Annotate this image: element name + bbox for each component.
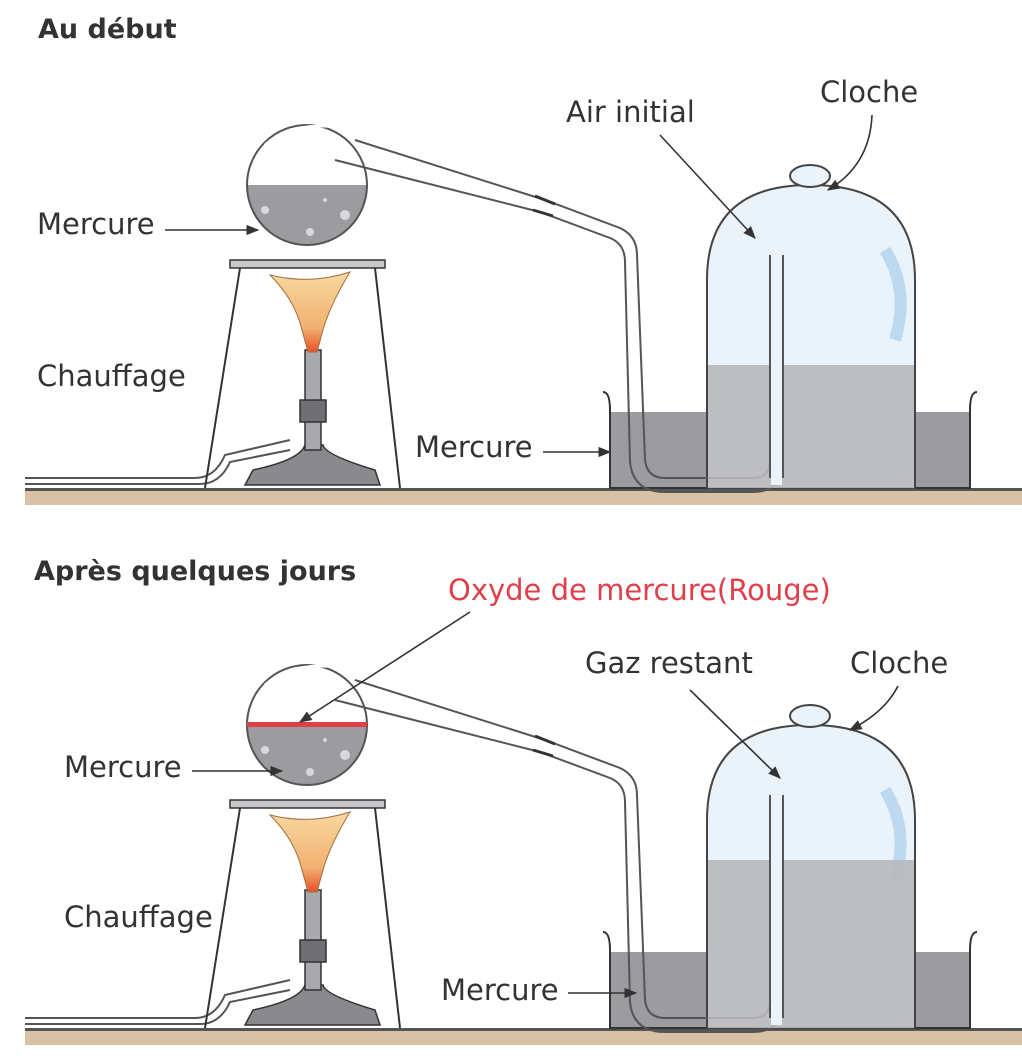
- label-trough-mercury: Mercure: [415, 430, 533, 464]
- label-heating-2: Chauffage: [64, 900, 213, 934]
- mercury-oxide-layer: [247, 722, 367, 727]
- label-bell: Cloche: [820, 75, 918, 109]
- panel-initial: [25, 125, 1022, 505]
- panel-after-days: [25, 665, 1022, 1045]
- label-bell-2: Cloche: [850, 646, 948, 680]
- label-trough-mercury-2: Mercure: [441, 973, 559, 1007]
- label-flask-mercury: Mercure: [37, 207, 155, 241]
- label-oxide: Oxyde de mercure(Rouge): [448, 573, 831, 607]
- label-gas-2: Gaz restant: [585, 646, 753, 680]
- panel-title-after: Après quelques jours: [34, 556, 356, 587]
- label-heating: Chauffage: [37, 359, 186, 393]
- panel-title-initial: Au début: [38, 14, 177, 45]
- label-flask-mercury-2: Mercure: [64, 750, 182, 784]
- label-gas: Air initial: [566, 95, 695, 129]
